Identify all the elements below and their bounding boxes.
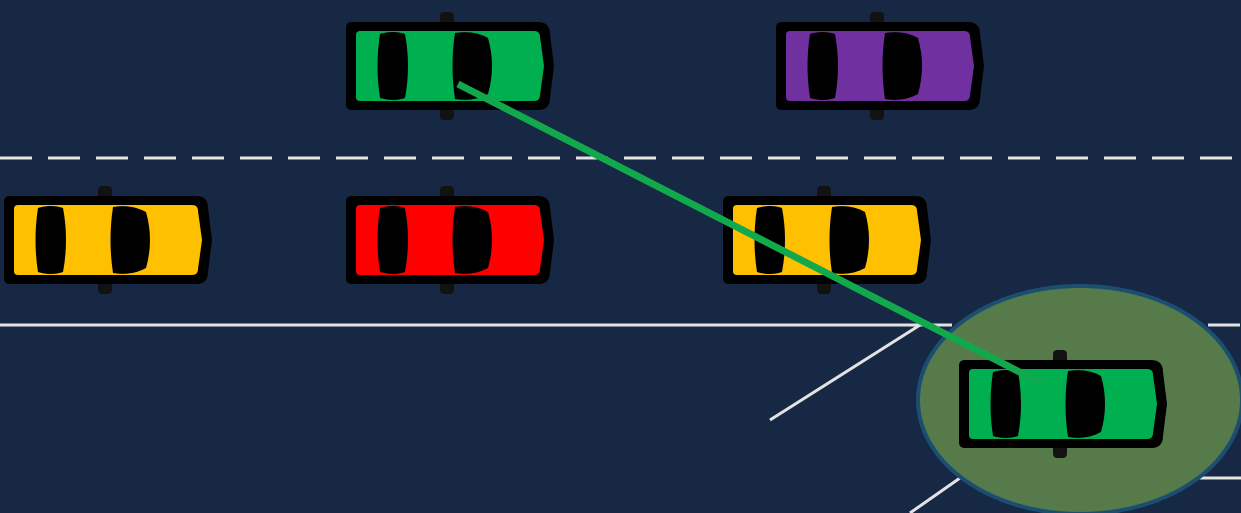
right-yellow-car [723, 186, 931, 294]
on-ramp-lower-edge-diagonal [909, 476, 961, 513]
top-purple-car [776, 12, 984, 120]
top-green-car [346, 12, 554, 120]
middle-red-car [346, 186, 554, 294]
merging-green-car [959, 350, 1167, 458]
trajectory-line [456, 80, 1045, 388]
left-yellow-car [4, 186, 212, 294]
on-ramp-upper-edge [769, 323, 921, 422]
